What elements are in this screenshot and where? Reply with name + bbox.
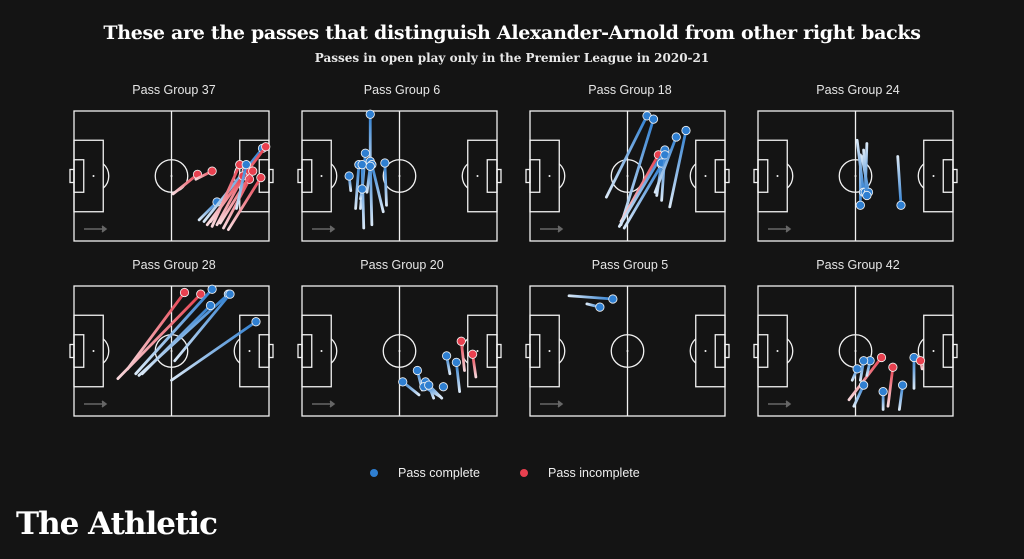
pitch (69, 110, 274, 242)
direction-arrow-icon (84, 225, 108, 233)
pass-incomplete (456, 336, 466, 372)
legend-item-incomplete: Pass incomplete (520, 466, 640, 480)
pass-complete (442, 351, 452, 376)
pass-complete (897, 380, 908, 411)
panel-title: Pass Group 18 (588, 83, 672, 97)
pitch (753, 285, 958, 417)
pass-incomplete (218, 166, 258, 225)
pitch (525, 110, 730, 242)
pitch-panel: Pass Group 37 (64, 83, 284, 253)
legend: Pass complete Pass incomplete (0, 466, 1024, 486)
pass-complete (170, 317, 261, 382)
pass-complete (862, 148, 872, 201)
pass-complete (380, 158, 390, 207)
pass-complete (173, 289, 235, 363)
panel-title: Pass Group 20 (360, 258, 444, 272)
pitch (297, 109, 502, 242)
panel-title: Pass Group 24 (816, 83, 900, 97)
pitch-panel: Pass Group 6 (292, 83, 512, 253)
pass-complete (140, 300, 216, 376)
pass-complete (660, 150, 670, 202)
pass-incomplete (210, 160, 245, 228)
pass-incomplete (116, 289, 206, 381)
pitch (69, 284, 274, 417)
legend-item-complete: Pass complete (370, 466, 480, 480)
legend-label-incomplete: Pass incomplete (548, 466, 640, 480)
panel-title: Pass Group 5 (591, 258, 669, 272)
brand-logo: The Athletic (16, 506, 218, 542)
incomplete-dot-icon (520, 469, 528, 477)
legend-label-complete: Pass complete (398, 466, 480, 480)
pitch-panel: Pass Group 42 (748, 258, 968, 428)
pass-complete (451, 357, 462, 394)
pitch (297, 285, 502, 417)
pass-incomplete (171, 169, 203, 196)
pass-complete (567, 294, 618, 304)
pass-complete (424, 380, 436, 400)
pass-complete (365, 161, 375, 194)
pass-complete (438, 382, 448, 392)
pass-incomplete (886, 362, 898, 408)
direction-arrow-icon (540, 400, 564, 408)
pitch-panel: Pass Group 20 (292, 258, 512, 428)
pitch (525, 285, 730, 417)
pass-complete (878, 387, 888, 411)
panel-title: Pass Group 6 (363, 83, 441, 97)
pass-complete (398, 377, 421, 397)
direction-arrow-icon (84, 400, 108, 408)
pass-complete (235, 160, 251, 210)
pass-incomplete (847, 352, 887, 402)
pass-incomplete (126, 287, 190, 371)
pass-complete (619, 114, 659, 227)
chart-title: These are the passes that distinguish Al… (103, 22, 921, 44)
pass-complete (850, 364, 862, 382)
direction-arrow-icon (540, 225, 564, 233)
direction-arrow-icon (768, 225, 792, 233)
pass-complete (344, 171, 354, 193)
panel-title: Pass Group 37 (132, 83, 216, 97)
pass-incomplete (915, 356, 926, 371)
pass-complete (668, 125, 691, 209)
direction-arrow-icon (768, 400, 792, 408)
direction-arrow-icon (312, 225, 336, 233)
panel-title: Pass Group 28 (132, 258, 216, 272)
chart-subtitle: Passes in open play only in the Premier … (314, 51, 710, 65)
pass-incomplete (194, 166, 217, 181)
pass-complete (653, 132, 681, 194)
pass-complete (865, 356, 875, 377)
pass-complete (134, 284, 217, 376)
pass-complete (585, 302, 605, 312)
direction-arrow-icon (312, 400, 336, 408)
pass-incomplete (226, 173, 266, 232)
pitch-panel: Pass Group 24 (748, 83, 968, 253)
panel-title: Pass Group 42 (816, 258, 900, 272)
pitch-panel: Pass Group 5 (520, 258, 740, 428)
pass-complete (858, 356, 869, 382)
pitch-panel: Pass Group 28 (64, 258, 284, 428)
pass-complete (357, 184, 367, 201)
pass-complete (896, 155, 906, 210)
pass-complete (852, 380, 869, 408)
complete-dot-icon (370, 469, 378, 477)
pitch-panel: Pass Group 18 (520, 83, 740, 253)
pass-incomplete (468, 349, 478, 379)
pitch (753, 110, 958, 242)
pass-complete (357, 160, 367, 230)
